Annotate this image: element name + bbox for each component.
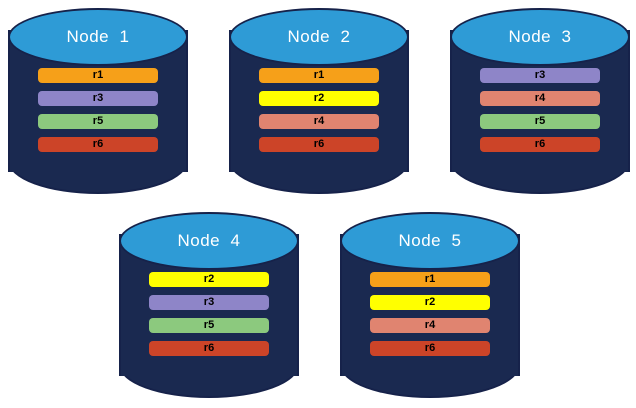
cylinder-top-disc: [119, 212, 299, 270]
cylinder-top-disc: [8, 8, 188, 66]
replica-bar-r6[interactable]: r6: [259, 137, 379, 152]
replica-list: r2 r3 r5 r6: [149, 272, 269, 356]
replica-bar-r5[interactable]: r5: [38, 114, 158, 129]
node-label: Node 1: [66, 27, 130, 46]
replica-bar-r2[interactable]: r2: [370, 295, 490, 310]
node-label: Node 5: [398, 231, 462, 250]
replica-bar-r3[interactable]: r3: [149, 295, 269, 310]
cylinder-top-disc: [450, 8, 630, 66]
replica-bar-r1[interactable]: r1: [38, 68, 158, 83]
database-node-4[interactable]: Node 4 r2 r3 r5 r6: [119, 212, 299, 398]
replica-bar-r3[interactable]: r3: [38, 91, 158, 106]
database-node-1[interactable]: Node 1 r1 r3 r5 r6: [8, 8, 188, 194]
cylinder-top-disc: [340, 212, 520, 270]
replica-bar-r1[interactable]: r1: [259, 68, 379, 83]
replica-list: r1 r2 r4 r6: [259, 68, 379, 152]
node-label: Node 4: [177, 231, 241, 250]
node-label: Node 3: [508, 27, 572, 46]
replica-bar-r3[interactable]: r3: [480, 68, 600, 83]
replica-bar-r6[interactable]: r6: [38, 137, 158, 152]
node-label: Node 2: [287, 27, 351, 46]
replica-bar-r2[interactable]: r2: [149, 272, 269, 287]
replica-bar-r2[interactable]: r2: [259, 91, 379, 106]
replica-list: r1 r2 r4 r6: [370, 272, 490, 356]
replica-list: r3 r4 r5 r6: [480, 68, 600, 152]
replica-bar-r4[interactable]: r4: [259, 114, 379, 129]
cylinder-top-disc: [229, 8, 409, 66]
replica-bar-r6[interactable]: r6: [149, 341, 269, 356]
replica-bar-r4[interactable]: r4: [480, 91, 600, 106]
replica-bar-r5[interactable]: r5: [149, 318, 269, 333]
replica-bar-r5[interactable]: r5: [480, 114, 600, 129]
database-node-3[interactable]: Node 3 r3 r4 r5 r6: [450, 8, 630, 194]
database-node-5[interactable]: Node 5 r1 r2 r4 r6: [340, 212, 520, 398]
replica-list: r1 r3 r5 r6: [38, 68, 158, 152]
replica-bar-r4[interactable]: r4: [370, 318, 490, 333]
replica-bar-r6[interactable]: r6: [370, 341, 490, 356]
database-node-2[interactable]: Node 2 r1 r2 r4 r6: [229, 8, 409, 194]
replica-bar-r1[interactable]: r1: [370, 272, 490, 287]
replica-bar-r6[interactable]: r6: [480, 137, 600, 152]
